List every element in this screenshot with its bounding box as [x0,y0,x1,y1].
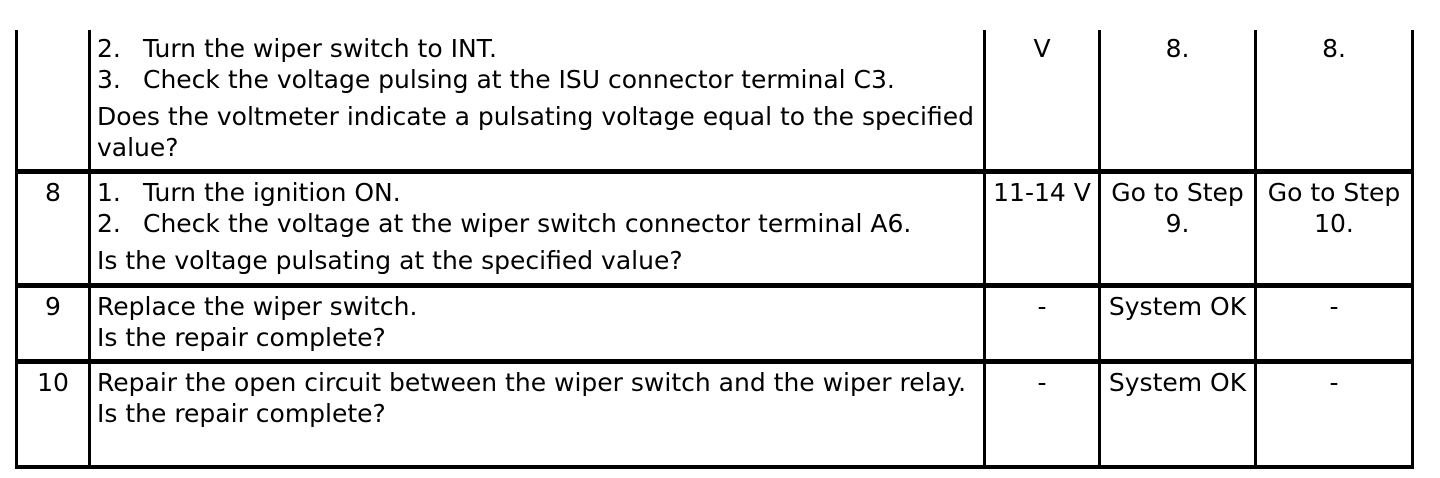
action-step-text: Turn the ignition ON. [143,178,401,207]
no-cell: - [1254,359,1414,467]
table-row: 10 Repair the open circuit between the w… [15,359,1414,467]
action-question: Does the voltmeter indicate a pulsating … [97,102,974,162]
action-step: 1. Turn the ignition ON. [97,177,983,208]
action-cell: Repair the open circuit between the wipe… [88,359,986,467]
yes-cell: 8. [1098,30,1257,172]
action-line: Replace the wiper switch. [97,292,418,321]
action-cell: 1. Turn the ignition ON. 2. Check the volt… [88,169,986,286]
action-step-number: 3. [97,65,121,94]
action-step-number: 1. [97,178,121,207]
value-cell: - [983,359,1101,467]
value-cell: - [983,283,1101,362]
action-step-text: Turn the wiper switch to INT. [143,34,497,63]
action-cell: 2. Turn the wiper switch to INT. 3. Check … [88,30,986,172]
table-row: 2. Turn the wiper switch to INT. 3. Check … [15,30,1414,172]
table-row: 9 Replace the wiper switch. Is the repai… [15,283,1414,362]
no-cell: Go to Step 10. [1254,169,1414,286]
action-line: Repair the open circuit between the wipe… [97,368,967,397]
action-question: Is the voltage pulsating at the specifie… [97,246,683,275]
step-cell [15,30,91,172]
no-cell: - [1254,283,1414,362]
yes-cell: System OK [1098,283,1257,362]
action-step-text: Check the voltage at the wiper switch co… [143,209,912,238]
action-step: 2. Check the voltage at the wiper switch … [97,208,983,239]
action-line: Is the repair complete? [97,323,386,352]
step-cell: 10 [15,359,91,467]
action-cell: Replace the wiper switch. Is the repair … [88,283,986,362]
action-step-number: 2. [97,209,121,238]
step-cell: 8 [15,169,91,286]
action-step: 2. Turn the wiper switch to INT. [97,33,983,64]
diagnostic-table: 2. Turn the wiper switch to INT. 3. Check … [15,30,1414,469]
value-cell: V [983,30,1101,172]
step-cell: 9 [15,283,91,362]
table-row: 8 1. Turn the ignition ON. 2. Check the vo… [15,169,1414,286]
action-line: Is the repair complete? [97,399,386,428]
action-step-number: 2. [97,34,121,63]
no-cell: 8. [1254,30,1414,172]
yes-cell: Go to Step 9. [1098,169,1257,286]
action-step-text: Check the voltage pulsing at the ISU con… [143,65,895,94]
value-cell: 11-14 V [983,169,1101,286]
yes-cell: System OK [1098,359,1257,467]
action-step: 3. Check the voltage pulsing at the ISU c… [97,64,983,95]
